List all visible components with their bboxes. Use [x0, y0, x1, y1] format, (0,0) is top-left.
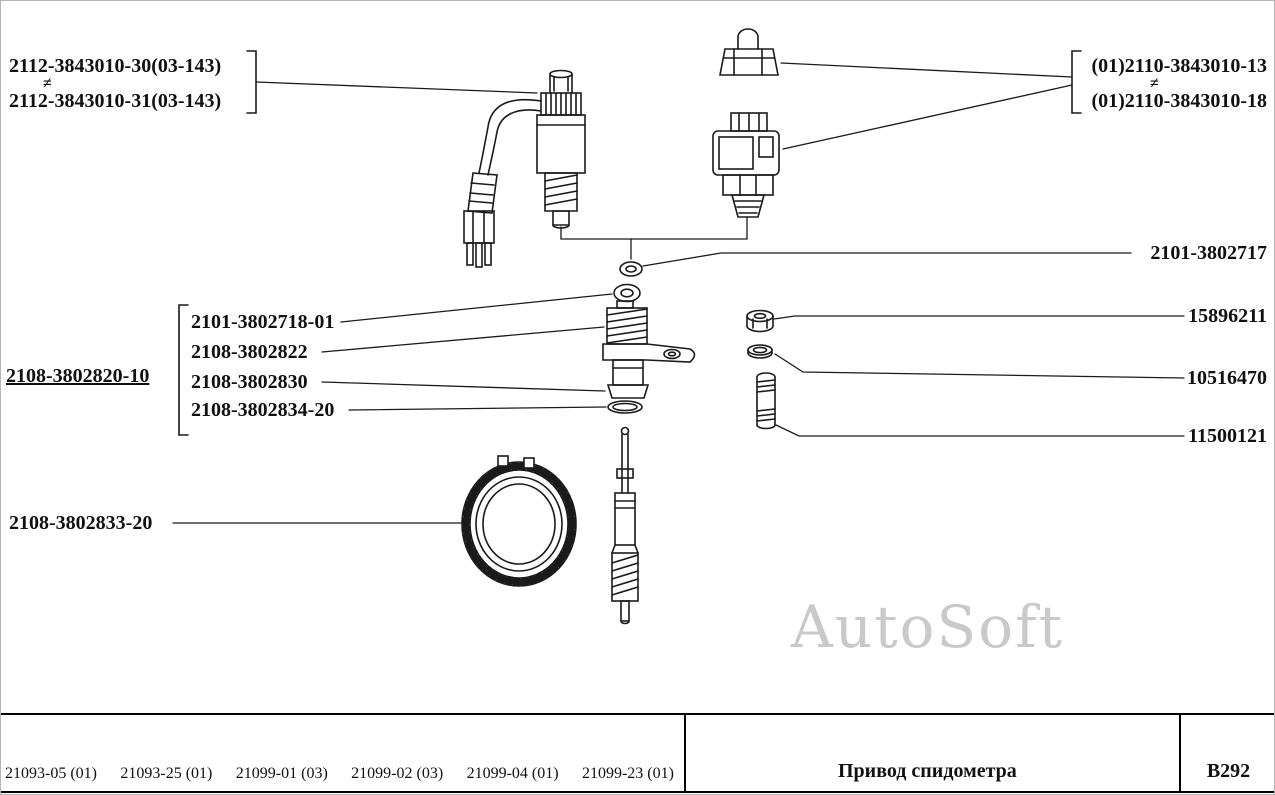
bracket-top-left [246, 50, 257, 114]
part-label-stud: 11500121 [1188, 425, 1267, 447]
part-label-nut: 15896211 [1188, 305, 1267, 327]
bracket-top-right [1071, 50, 1082, 114]
footer-code-cell: B292 [1181, 715, 1274, 791]
drive-housing-drawing [602, 300, 696, 399]
leader-lines [172, 62, 1185, 524]
part-label-housing: 2108-3802822 [191, 341, 308, 363]
footer-table: 21093-05 (01) 21093-25 (01) 21099-01 (03… [1, 713, 1274, 793]
drive-shaft-drawing [611, 426, 639, 625]
model-code: 21099-02 (03) [351, 765, 444, 782]
o-ring-drawing [607, 400, 643, 414]
part-label-ring-gear: 2108-3802833-20 [9, 512, 153, 534]
not-equal-sign-right: ≠ [1150, 75, 1159, 92]
model-code: 21093-05 (01) [5, 765, 97, 782]
part-label-washer: 2101-3802717 [1150, 242, 1267, 264]
part-label-lock-washer: 10516470 [1187, 367, 1267, 389]
footer-title-cell: Привод спидометра [686, 715, 1181, 791]
not-equal-sign-left: ≠ [43, 75, 52, 92]
part-label-sleeve: 2108-3802830 [191, 371, 308, 393]
part-label-seal-washer: 2101-3802718-01 [191, 311, 335, 333]
nut-drawing [746, 309, 774, 333]
part-label-sensor2-variant2: (01)2110-3843010-18 [1091, 90, 1267, 112]
part-label-sensor1-variant2: 2112-3843010-31(03-143) [9, 90, 222, 112]
model-code: 21099-01 (03) [235, 765, 328, 782]
sensor-1-cable-connector [463, 98, 542, 268]
part-label-sensor2-variant1: (01)2110-3843010-13 [1091, 55, 1267, 77]
speed-sensor-1-drawing [536, 69, 586, 229]
diagram-code: B292 [1206, 760, 1251, 782]
footer-models-cell: 21093-05 (01) 21093-25 (01) 21099-01 (03… [1, 715, 686, 791]
bracket-left-group [178, 304, 189, 436]
speed-sensor-2-drawing [712, 112, 780, 218]
part-label-o-ring: 2108-3802834-20 [191, 399, 335, 421]
sensor-2-connector-drawing [719, 28, 779, 76]
model-code: 21099-04 (01) [466, 765, 559, 782]
part-label-drive-assembly: 2108-3802820-10 [6, 365, 150, 387]
part-label-sensor1-variant1: 2112-3843010-30(03-143) [9, 55, 222, 77]
watermark: AutoSoft [791, 593, 1064, 661]
model-code: 21099-23 (01) [581, 765, 674, 782]
washer-2101-3802718-drawing [613, 283, 641, 303]
lock-washer-drawing [747, 344, 773, 359]
ring-gear-drawing [461, 455, 577, 587]
washer-2101-3802717-drawing [619, 261, 643, 277]
model-code: 21093-25 (01) [120, 765, 213, 782]
diagram-title: Привод спидометра [838, 760, 1017, 782]
stud-drawing [756, 372, 776, 430]
